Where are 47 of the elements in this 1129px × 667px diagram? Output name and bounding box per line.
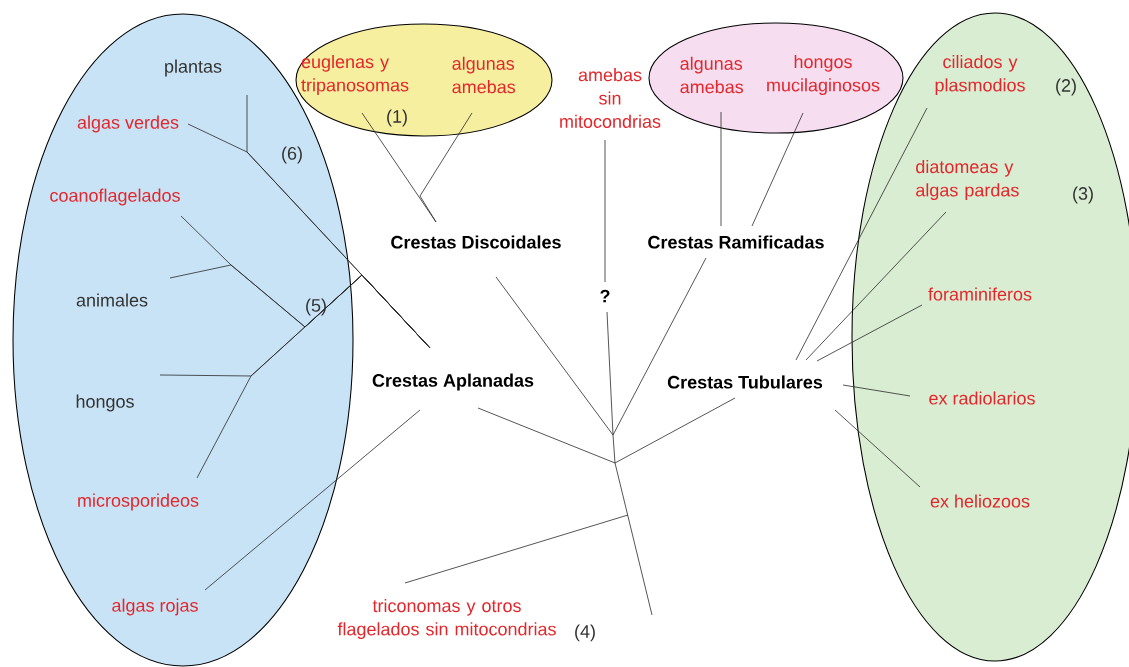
footnote-number: (3): [1073, 186, 1093, 204]
tree-branch: [404, 514, 629, 584]
question-mark: ?: [600, 289, 610, 303]
taxon-label: coanoflagelados: [50, 188, 180, 206]
taxon-label: algunas amebas: [452, 56, 516, 94]
taxon-label: microsporideos: [78, 493, 199, 511]
tree-branch: [816, 304, 923, 362]
taxon-label: foraminiferos: [928, 287, 1032, 301]
taxon-label: algas rojas: [112, 598, 198, 616]
tree-branch: [720, 111, 722, 227]
taxon-label: animales: [76, 293, 148, 307]
footnote-number: (5): [306, 298, 326, 316]
footnote-number: (4): [575, 624, 595, 642]
tree-branch: [842, 384, 911, 397]
taxon-label: algunas amebas: [680, 56, 744, 94]
group-ellipse: [295, 23, 553, 137]
footnote-number: (1): [387, 109, 407, 127]
taxon-label: hongos: [76, 394, 134, 412]
taxon-label: ex radiolarios: [929, 391, 1035, 405]
tree-branch: [204, 409, 421, 591]
group-label: Crestas Discoidales: [391, 235, 561, 249]
tree-branch: [614, 397, 736, 464]
tree-branch: [805, 211, 947, 361]
taxon-label: hongos mucilaginosos: [767, 54, 880, 96]
taxon-label: euglenas y tripanosomas: [301, 54, 409, 96]
group-label: Crestas Tubulares: [667, 375, 823, 389]
group-label: Crestas Aplanadas: [372, 373, 534, 391]
tree-branch: [604, 139, 606, 283]
taxon-label: algas verdes: [77, 115, 179, 133]
taxon-label: ciliados y plasmodios: [935, 54, 1025, 96]
footnote-number: (2): [1056, 78, 1076, 96]
group-label: Crestas Ramificadas: [648, 235, 824, 249]
tree-branch: [495, 276, 616, 464]
taxon-label: ex heliozoos: [930, 494, 1030, 508]
taxon-label: diatomeas y algas pardas: [916, 159, 1019, 201]
tree-branch: [795, 107, 928, 361]
tree-branch: [419, 112, 473, 223]
tree-branch: [196, 274, 431, 479]
footnote-number: (6): [282, 146, 302, 164]
tree-branch: [834, 409, 921, 488]
taxon-label: plantas: [165, 59, 222, 77]
tree-branch: [751, 112, 804, 227]
tree-branch: [606, 311, 614, 436]
tree-branch: [477, 407, 653, 616]
taxon-label: amebas sin mitocondrias: [560, 68, 661, 128]
tree-branch: [612, 257, 707, 436]
taxon-label: triconomas y otros flagelados sin mitocondrias: [337, 598, 556, 640]
